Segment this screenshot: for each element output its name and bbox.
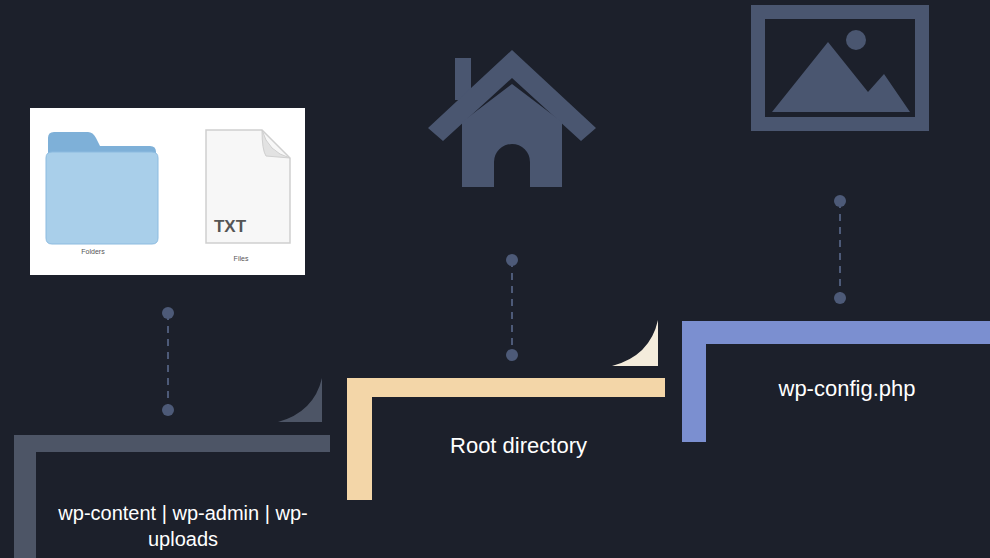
step-band: wp-content | wp-admin | wp-uploads bbox=[14, 435, 330, 558]
band-label: Root directory bbox=[380, 431, 657, 460]
corner-curl bbox=[278, 378, 322, 422]
step-band: Root directory bbox=[347, 378, 665, 500]
caption-label: Files bbox=[234, 255, 249, 262]
image-icon bbox=[758, 12, 922, 124]
band-label: wp-config.php bbox=[714, 374, 980, 403]
band-label: wp-content | wp-admin | wp-uploads bbox=[44, 500, 322, 552]
folder-file-picture bbox=[30, 108, 305, 275]
caption-label: Folders bbox=[81, 248, 104, 255]
file-type-label: TXT bbox=[214, 218, 246, 235]
step-band: wp-config.php bbox=[682, 321, 990, 442]
home-icon bbox=[428, 50, 596, 187]
corner-curl bbox=[612, 320, 658, 366]
